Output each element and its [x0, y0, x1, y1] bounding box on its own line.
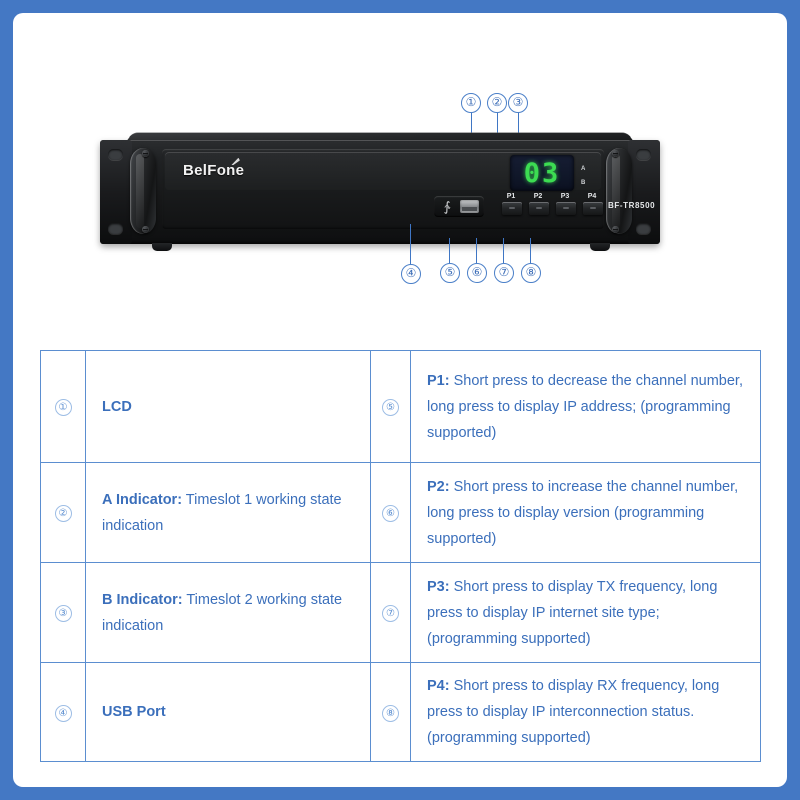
row-number-cell-6: ⑥: [370, 462, 411, 563]
button-p3[interactable]: [556, 202, 576, 215]
row-number-cell-5: ⑤: [370, 350, 411, 463]
repeater-chassis: BelFone ∱ 03 A B: [100, 126, 660, 251]
row-desc-7: P3: Short press to display TX frequency,…: [411, 565, 760, 661]
callout-5: ⑤: [440, 263, 460, 283]
row-desc-4-bold: USB Port: [102, 704, 166, 720]
row-desc-cell-1: LCD: [85, 350, 371, 463]
screw-icon: [142, 226, 149, 233]
row-number-8: ⑧: [382, 704, 399, 722]
indicator-label-b: B: [581, 180, 586, 186]
row-desc-3-rest: Timeslot 2 working state indication: [102, 591, 343, 634]
rack-ear-right: [628, 140, 660, 244]
row-number-7: ⑦: [382, 605, 399, 622]
row-number-cell-2: ②: [40, 462, 86, 563]
row-number-2: ②: [54, 505, 72, 522]
row-desc-5-rest: Short press to decrease the channel numb…: [427, 372, 743, 441]
leader-line-5: [449, 238, 451, 263]
row-desc-cell-5: P1: Short press to decrease the channel …: [410, 350, 761, 463]
leader-line-8: [530, 238, 532, 263]
callout-4: ④: [401, 264, 421, 284]
page-inner: BelFone ∱ 03 A B: [13, 13, 787, 787]
row-desc-8: P4: Short press to display RX frequency,…: [411, 664, 760, 760]
callout-6: ⑥: [467, 263, 487, 283]
rack-hole: [108, 149, 123, 160]
rack-hole: [108, 223, 123, 234]
row-number-5: ⑤: [382, 399, 399, 416]
brand-logo: BelFone: [183, 162, 245, 179]
row-desc-2: A Indicator: Timeslot 1 working state in…: [86, 478, 370, 548]
callout-3: ③: [508, 93, 528, 113]
chassis-foot: [590, 243, 610, 251]
product-photo: BelFone ∱ 03 A B: [13, 13, 787, 343]
lcd-channel-number: 03: [523, 157, 561, 189]
row-desc-3: B Indicator: Timeslot 2 working state in…: [86, 578, 370, 648]
row-number-cell-4: ④: [40, 662, 86, 762]
chassis-foot: [152, 243, 172, 251]
row-number-cell-3: ③: [40, 562, 86, 663]
table-row: ② A Indicator: Timeslot 1 working state …: [40, 462, 761, 563]
callout-7: ⑦: [494, 263, 514, 283]
rack-hole: [636, 223, 651, 234]
table-row: ③ B Indicator: Timeslot 2 working state …: [40, 562, 761, 663]
row-desc-cell-6: P2: Short press to increase the channel …: [410, 462, 761, 563]
usb-trident-icon: ∱: [443, 199, 451, 214]
leader-line-6: [476, 238, 478, 263]
row-desc-cell-2: A Indicator: Timeslot 1 working state in…: [85, 462, 371, 563]
handle-left: [130, 148, 156, 234]
row-desc-6: P2: Short press to increase the channel …: [411, 465, 760, 561]
leader-line-4: [410, 224, 412, 264]
row-desc-2-rest: Timeslot 1 working state indication: [102, 491, 342, 534]
row-desc-6-bold: P2:: [427, 478, 450, 495]
callout-2: ②: [487, 93, 507, 113]
legend-table: ① LCD ⑤ P1: Short press to decrease the …: [40, 350, 761, 762]
row-desc-3-bold: B Indicator:: [102, 591, 183, 608]
row-desc-cell-4: USB Port: [85, 662, 371, 762]
row-number-6: ⑥: [382, 505, 399, 522]
handle-right: [606, 148, 632, 234]
front-panel: BelFone ∱ 03 A B: [162, 149, 604, 229]
lcd-display: 03: [510, 155, 574, 191]
rack-ear-left: [100, 140, 132, 244]
row-number-cell-8: ⑧: [370, 662, 411, 762]
screw-icon: [142, 150, 149, 157]
row-desc-8-rest: Short press to display RX frequency, lon…: [427, 678, 720, 746]
row-number-cell-1: ①: [40, 350, 86, 463]
callout-8: ⑧: [521, 263, 541, 283]
button-label-p1: P1: [506, 193, 516, 200]
row-number-1: ①: [54, 399, 72, 416]
table-row: ① LCD ⑤ P1: Short press to decrease the …: [40, 350, 761, 463]
table-row: ④ USB Port ⑧ P4: Short press to display …: [40, 662, 761, 762]
screw-icon: [612, 150, 619, 157]
screw-icon: [612, 226, 619, 233]
row-desc-1: LCD: [86, 385, 370, 429]
leader-line-7: [503, 238, 505, 263]
button-p4[interactable]: [583, 202, 603, 215]
row-desc-2-bold: A Indicator:: [102, 491, 183, 508]
button-label-p3: P3: [560, 193, 570, 200]
button-p2[interactable]: [529, 202, 549, 215]
row-desc-5-bold: P1:: [427, 372, 450, 389]
row-desc-7-rest: Short press to display TX frequency, lon…: [427, 578, 718, 647]
callout-1: ①: [461, 93, 481, 113]
usb-port-area: ∱: [434, 196, 484, 217]
row-desc-6-rest: Short press to increase the channel numb…: [427, 478, 739, 547]
row-desc-7-bold: P3:: [427, 578, 450, 595]
rack-hole: [636, 149, 651, 160]
row-desc-8-bold: P4:: [427, 678, 450, 694]
row-desc-4: USB Port: [86, 690, 370, 734]
row-number-4: ④: [54, 704, 72, 722]
model-badge: BF-TR8500: [608, 201, 656, 210]
indicator-label-a: A: [581, 166, 586, 172]
row-desc-5: P1: Short press to decrease the channel …: [411, 359, 760, 455]
usb-connector[interactable]: [460, 200, 479, 213]
row-desc-cell-7: P3: Short press to display TX frequency,…: [410, 562, 761, 663]
button-p1[interactable]: [502, 202, 522, 215]
row-number-cell-7: ⑦: [370, 562, 411, 663]
button-label-p2: P2: [533, 193, 543, 200]
row-number-3: ③: [54, 605, 72, 622]
row-desc-cell-3: B Indicator: Timeslot 2 working state in…: [85, 562, 371, 663]
row-desc-1-bold: LCD: [102, 398, 132, 415]
button-label-p4: P4: [587, 193, 597, 200]
row-desc-cell-8: P4: Short press to display RX frequency,…: [410, 662, 761, 762]
